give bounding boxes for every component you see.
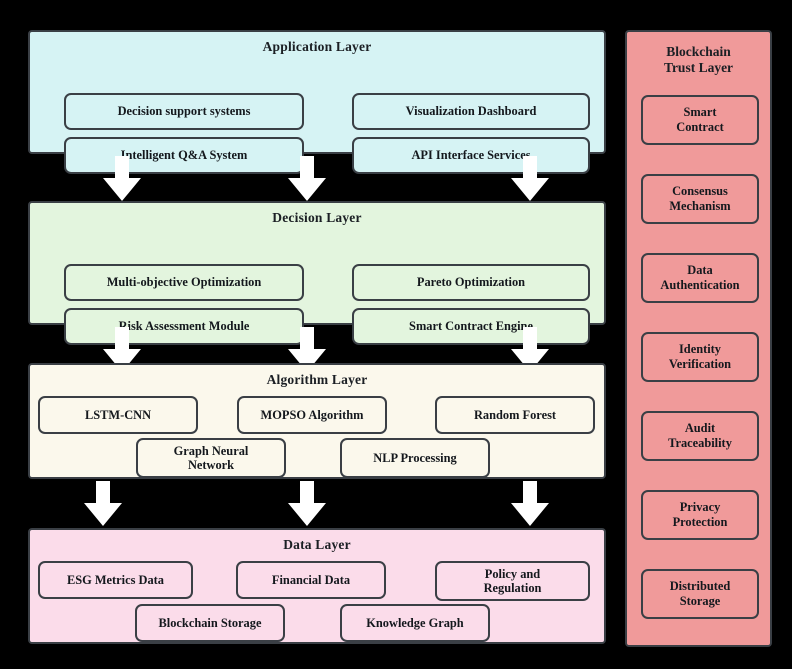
module-esg-metrics-data[interactable]: ESG Metrics Data bbox=[38, 561, 193, 599]
arrow-algorithm-to-data-3 bbox=[507, 481, 553, 527]
module-risk-assessment-module[interactable]: Risk Assessment Module bbox=[64, 308, 304, 345]
arrow-application-to-decision-2 bbox=[284, 156, 330, 202]
blockchain-trust-layer-panel[interactable]: Blockchain Trust Layer Smart Contract Co… bbox=[625, 30, 772, 647]
module-knowledge-graph[interactable]: Knowledge Graph bbox=[340, 604, 490, 642]
module-nlp-processing[interactable]: NLP Processing bbox=[340, 438, 490, 478]
module-graph-neural-network[interactable]: Graph Neural Network bbox=[136, 438, 286, 478]
layer-data[interactable]: Data Layer ESG Metrics Data Financial Da… bbox=[28, 528, 606, 644]
trust-item-distributed-storage[interactable]: Distributed Storage bbox=[641, 569, 759, 619]
module-intelligent-qa-system[interactable]: Intelligent Q&A System bbox=[64, 137, 304, 174]
trust-item-audit-traceability[interactable]: Audit Traceability bbox=[641, 411, 759, 461]
arrow-decision-to-algorithm-3 bbox=[507, 327, 553, 373]
trust-item-identity-verification[interactable]: Identity Verification bbox=[641, 332, 759, 382]
arrow-decision-to-algorithm-2 bbox=[284, 327, 330, 373]
module-decision-support-systems[interactable]: Decision support systems bbox=[64, 93, 304, 130]
layer-algorithm-title: Algorithm Layer bbox=[266, 372, 368, 387]
module-pareto-optimization[interactable]: Pareto Optimization bbox=[352, 264, 590, 301]
layer-decision-title: Decision Layer bbox=[272, 210, 362, 225]
trust-item-consensus-mechanism[interactable]: Consensus Mechanism bbox=[641, 174, 759, 224]
trust-item-data-authentication[interactable]: Data Authentication bbox=[641, 253, 759, 303]
module-api-interface-services[interactable]: API Interface Services bbox=[352, 137, 590, 174]
module-visualization-dashboard[interactable]: Visualization Dashboard bbox=[352, 93, 590, 130]
arrow-application-to-decision-3 bbox=[507, 156, 553, 202]
arrow-algorithm-to-data-1 bbox=[80, 481, 126, 527]
arrow-application-to-decision-1 bbox=[99, 156, 145, 202]
arrow-algorithm-to-data-2 bbox=[284, 481, 330, 527]
layer-application-title: Application Layer bbox=[262, 39, 372, 54]
module-multi-objective-optimization[interactable]: Multi-objective Optimization bbox=[64, 264, 304, 301]
trust-layer-title: Blockchain Trust Layer bbox=[663, 44, 734, 75]
module-blockchain-storage[interactable]: Blockchain Storage bbox=[135, 604, 285, 642]
module-policy-and-regulation[interactable]: Policy and Regulation bbox=[435, 561, 590, 601]
layer-algorithm[interactable]: Algorithm Layer LSTM-CNN MOPSO Algorithm… bbox=[28, 363, 606, 479]
trust-item-privacy-protection[interactable]: Privacy Protection bbox=[641, 490, 759, 540]
layer-application[interactable]: Application Layer Decision support syste… bbox=[28, 30, 606, 174]
module-lstm-cnn[interactable]: LSTM-CNN bbox=[38, 396, 198, 434]
module-financial-data[interactable]: Financial Data bbox=[236, 561, 386, 599]
module-mopso-algorithm[interactable]: MOPSO Algorithm bbox=[237, 396, 387, 434]
layer-decision[interactable]: Decision Layer Multi-objective Optimizat… bbox=[28, 201, 606, 345]
arrow-decision-to-algorithm-1 bbox=[99, 327, 145, 373]
layer-data-title: Data Layer bbox=[283, 537, 351, 552]
module-smart-contract-engine[interactable]: Smart Contract Engine bbox=[352, 308, 590, 345]
module-random-forest[interactable]: Random Forest bbox=[435, 396, 595, 434]
trust-item-smart-contract[interactable]: Smart Contract bbox=[641, 95, 759, 145]
